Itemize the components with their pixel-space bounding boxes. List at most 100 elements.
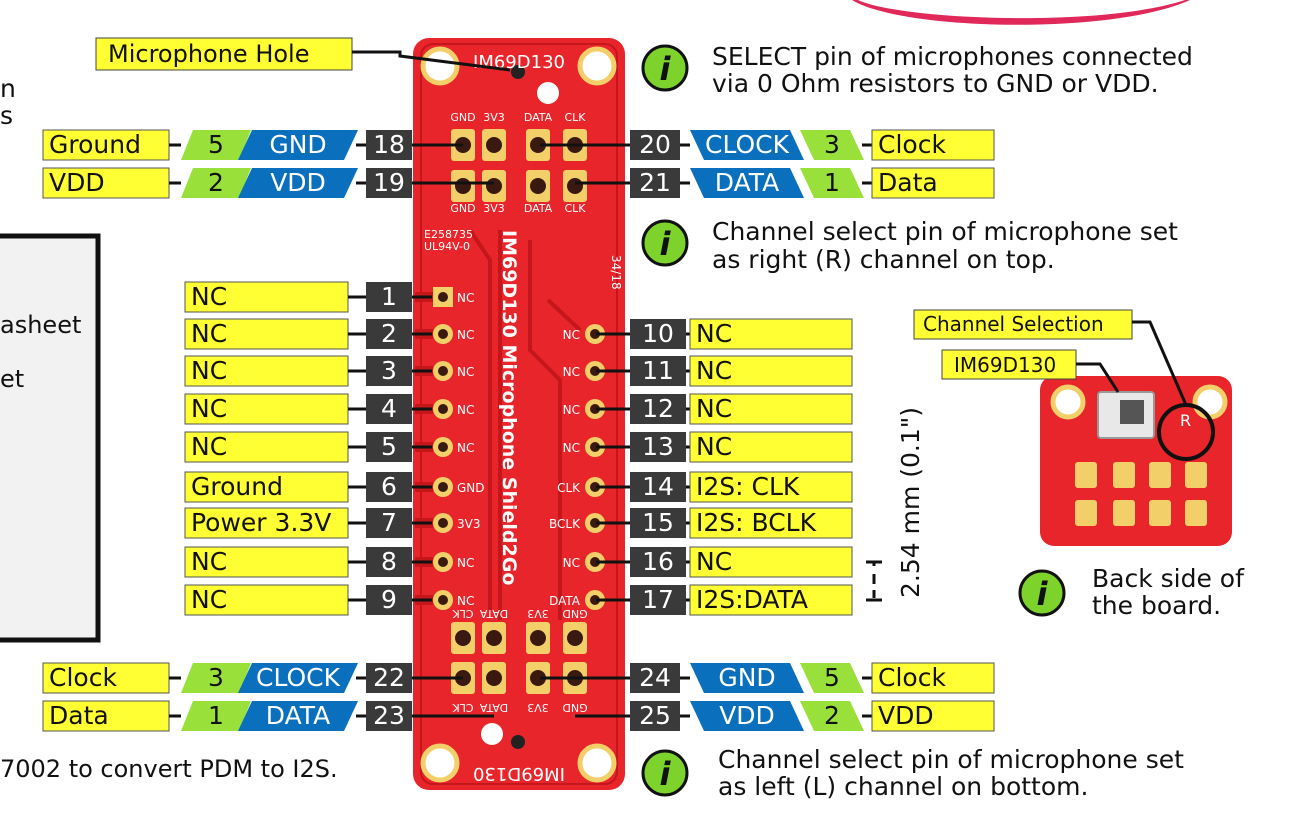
bottom-conn-left-num-text: 3 bbox=[208, 663, 224, 692]
bottom-conn-left-num-text: 1 bbox=[208, 701, 224, 730]
pitch-label: 2.54 mm (0.1") bbox=[896, 407, 925, 598]
right-pin-number-text: 16 bbox=[642, 547, 674, 576]
board-body bbox=[413, 38, 625, 790]
bottom-conn-right-num-box bbox=[800, 663, 864, 693]
back-hole-1 bbox=[1050, 384, 1086, 420]
back-channel-leader bbox=[1132, 320, 1188, 406]
top-conn-left-name-box bbox=[42, 167, 170, 199]
top-conn-right-signal-text: CLOCK bbox=[705, 130, 790, 159]
left-pad-label: NC bbox=[457, 403, 474, 417]
bottom-conn-right-name-box bbox=[871, 700, 995, 732]
right-pad-hole bbox=[590, 557, 600, 567]
right-pad-label: NC bbox=[563, 365, 580, 379]
left-pad-label: NC bbox=[457, 328, 474, 342]
top-conn-right-pin-box bbox=[630, 130, 680, 160]
bottom-conn-left-name-text: Data bbox=[49, 701, 109, 730]
left-pin-number-box bbox=[366, 432, 412, 462]
left-fragment-1: n bbox=[0, 74, 16, 103]
left-pin-name-box bbox=[184, 471, 349, 503]
right-pin-number-box bbox=[630, 508, 686, 538]
top-lower-pad-hole bbox=[486, 178, 502, 194]
info-glyph: i bbox=[1037, 575, 1049, 613]
info-left-line1: Channel select pin of microphone set bbox=[718, 745, 1184, 774]
pad-label: DATA bbox=[479, 607, 508, 620]
back-chip-code bbox=[1120, 400, 1144, 424]
right-pin-name-box bbox=[689, 355, 853, 387]
back-pad bbox=[1113, 462, 1135, 488]
top-conn-right-num-text: 1 bbox=[824, 168, 840, 197]
bottom-upper-pad-hole bbox=[530, 630, 546, 646]
pitch-dimension: 2.54 mm (0.1") bbox=[866, 407, 925, 602]
right-pad-label: NC bbox=[563, 328, 580, 342]
left-pin-number-text: 6 bbox=[381, 472, 397, 501]
right-pad-hole bbox=[590, 329, 600, 339]
bottom-conn-right-pin-box bbox=[630, 701, 680, 731]
pad-label: GND bbox=[562, 701, 587, 714]
left-pin-name-text: NC bbox=[191, 356, 227, 385]
pad-label: 3V3 bbox=[527, 607, 549, 620]
top-conn-left-name-text: VDD bbox=[49, 168, 105, 197]
top-conn-left-num-text: 5 bbox=[208, 130, 224, 159]
right-pin-name-text: NC bbox=[696, 394, 732, 423]
bottom-conn-left-signal-text: DATA bbox=[266, 701, 330, 730]
right-pin-number-box bbox=[630, 356, 686, 386]
left-pad-label: NC bbox=[457, 441, 474, 455]
right-pin-name-text: I2S: BCLK bbox=[696, 508, 817, 537]
right-pin-number-text: 10 bbox=[642, 319, 674, 348]
top-conn-left-pin-box bbox=[366, 168, 412, 198]
left-pad-hole bbox=[438, 442, 448, 452]
left-fragment-5: 7002 to convert PDM to I2S. bbox=[0, 755, 338, 783]
right-pad-hole bbox=[590, 518, 600, 528]
right-pad-label: DATA bbox=[549, 594, 581, 608]
top-conn-right-signal-box bbox=[690, 130, 804, 160]
right-pin-name-box bbox=[689, 318, 853, 350]
left-pin-number-text: 1 bbox=[381, 282, 397, 311]
top-lower-pad-hole bbox=[567, 178, 583, 194]
bottom-conn-left-name-box bbox=[42, 700, 170, 732]
top-conn-right-name-text: Data bbox=[878, 168, 938, 197]
right-pad-label: NC bbox=[563, 441, 580, 455]
info-back-line1: Back side of bbox=[1092, 564, 1245, 593]
info-back: i Back side of the board. bbox=[1018, 564, 1245, 620]
pad-label: GND bbox=[450, 111, 475, 124]
left-pin-number-box bbox=[366, 472, 412, 502]
top-conn-left-pin-box bbox=[366, 130, 412, 160]
right-pin-name-box bbox=[689, 584, 853, 616]
pad-label: 3V3 bbox=[483, 111, 505, 124]
right-pad-label: NC bbox=[563, 403, 580, 417]
left-pad-label: NC bbox=[457, 594, 474, 608]
info-glyph: i bbox=[660, 755, 672, 793]
back-pad bbox=[1149, 462, 1171, 488]
back-pad bbox=[1075, 500, 1097, 526]
left-pin-name-text: Ground bbox=[191, 472, 283, 501]
mount-hole-tl bbox=[420, 46, 460, 86]
info-icon: i bbox=[1018, 569, 1066, 617]
left-pin-name-text: NC bbox=[191, 547, 227, 576]
top-conn-left-num-box bbox=[181, 168, 251, 198]
bottom-conn-right-num-box bbox=[800, 701, 864, 731]
left-pin-row: Ground 6 bbox=[184, 471, 432, 503]
back-pad bbox=[1075, 462, 1097, 488]
board: IM69D130 IM69D130 E258735 UL94V-0 34/18 … bbox=[413, 38, 625, 790]
pad-label: GND bbox=[450, 202, 475, 215]
left-pad-hole bbox=[438, 518, 448, 528]
top-conn-right-signal-box bbox=[690, 168, 804, 198]
back-pad bbox=[1185, 500, 1207, 526]
infineon-logo-bottom bbox=[481, 723, 503, 745]
left-pin-number-box bbox=[366, 282, 412, 312]
left-pin-name-text: NC bbox=[191, 585, 227, 614]
top-conn-left-num-text: 2 bbox=[208, 168, 224, 197]
left-pad-hole bbox=[438, 366, 448, 376]
